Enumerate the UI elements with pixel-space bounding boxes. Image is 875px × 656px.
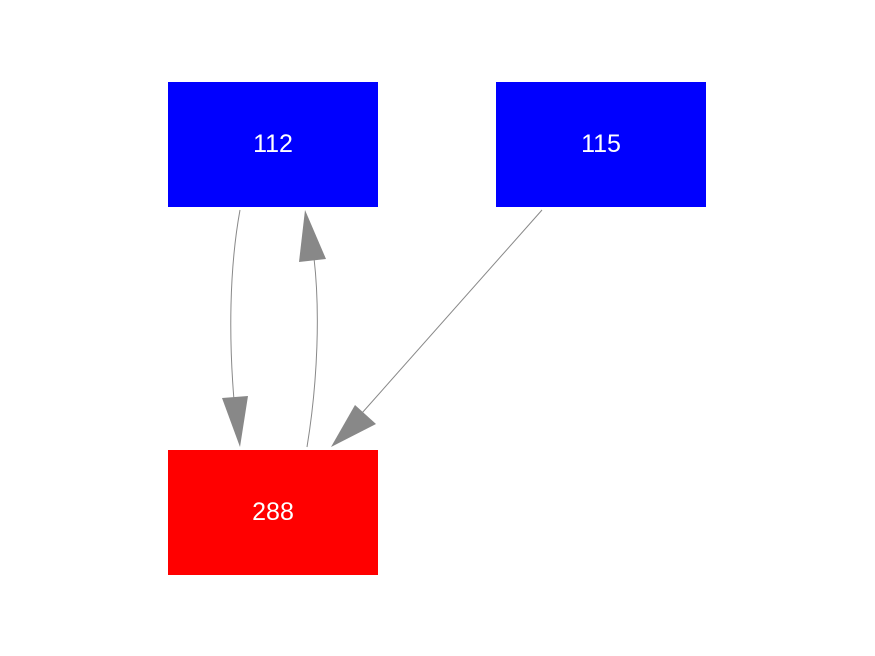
node-label: 115	[581, 130, 621, 158]
arrowhead	[331, 405, 376, 447]
arrowhead	[299, 210, 326, 262]
edge-line	[306, 257, 318, 448]
edge-line	[230, 209, 241, 401]
edge-line	[361, 209, 543, 414]
node-label: 112	[253, 130, 293, 158]
node-115[interactable]: 115	[496, 82, 706, 207]
node-112[interactable]: 112	[168, 82, 378, 207]
edge-112-to-288	[222, 209, 248, 447]
node-label: 288	[252, 498, 294, 526]
arrowhead	[222, 396, 248, 447]
node-288[interactable]: 288	[168, 450, 378, 575]
edge-288-to-112	[299, 210, 326, 448]
edge-115-to-288	[331, 209, 543, 447]
